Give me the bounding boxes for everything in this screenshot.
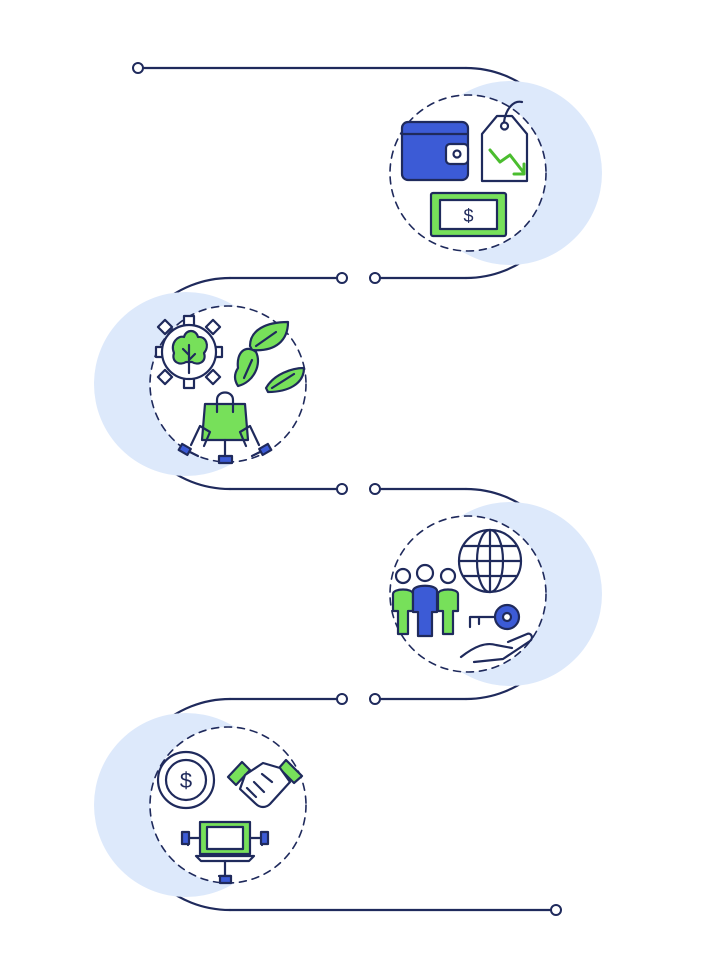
path-node	[336, 483, 348, 495]
path-node	[369, 693, 381, 705]
path-node	[336, 693, 348, 705]
path-node	[369, 483, 381, 495]
key-in-hand-icon	[459, 603, 533, 664]
price-tag-down-icon	[480, 100, 529, 183]
step-1-dashed-ring	[389, 94, 547, 252]
wallet-icon	[400, 120, 470, 182]
step-3	[389, 502, 602, 686]
step-1: $	[389, 81, 602, 265]
path-node-start	[132, 62, 144, 74]
step-2	[94, 292, 307, 476]
step-3-dashed-ring	[389, 515, 547, 673]
shopping-bag-hands-icon	[177, 391, 273, 465]
handshake-icon	[226, 758, 304, 809]
path-node	[336, 272, 348, 284]
coin-dollar-sign: $	[180, 768, 192, 793]
laptop-hands-icon	[180, 820, 270, 885]
banknote-dollar-sign: $	[463, 206, 473, 226]
path-node	[369, 272, 381, 284]
path-node-end	[550, 904, 562, 916]
banknote-icon: $	[429, 191, 508, 238]
globe-icon	[457, 528, 523, 594]
eco-gear-tree-icon	[154, 314, 224, 390]
step-4: $	[94, 713, 307, 897]
team-people-icon	[391, 563, 460, 638]
dollar-coin-icon: $	[156, 750, 216, 810]
recycle-leaves-icon	[233, 320, 306, 394]
